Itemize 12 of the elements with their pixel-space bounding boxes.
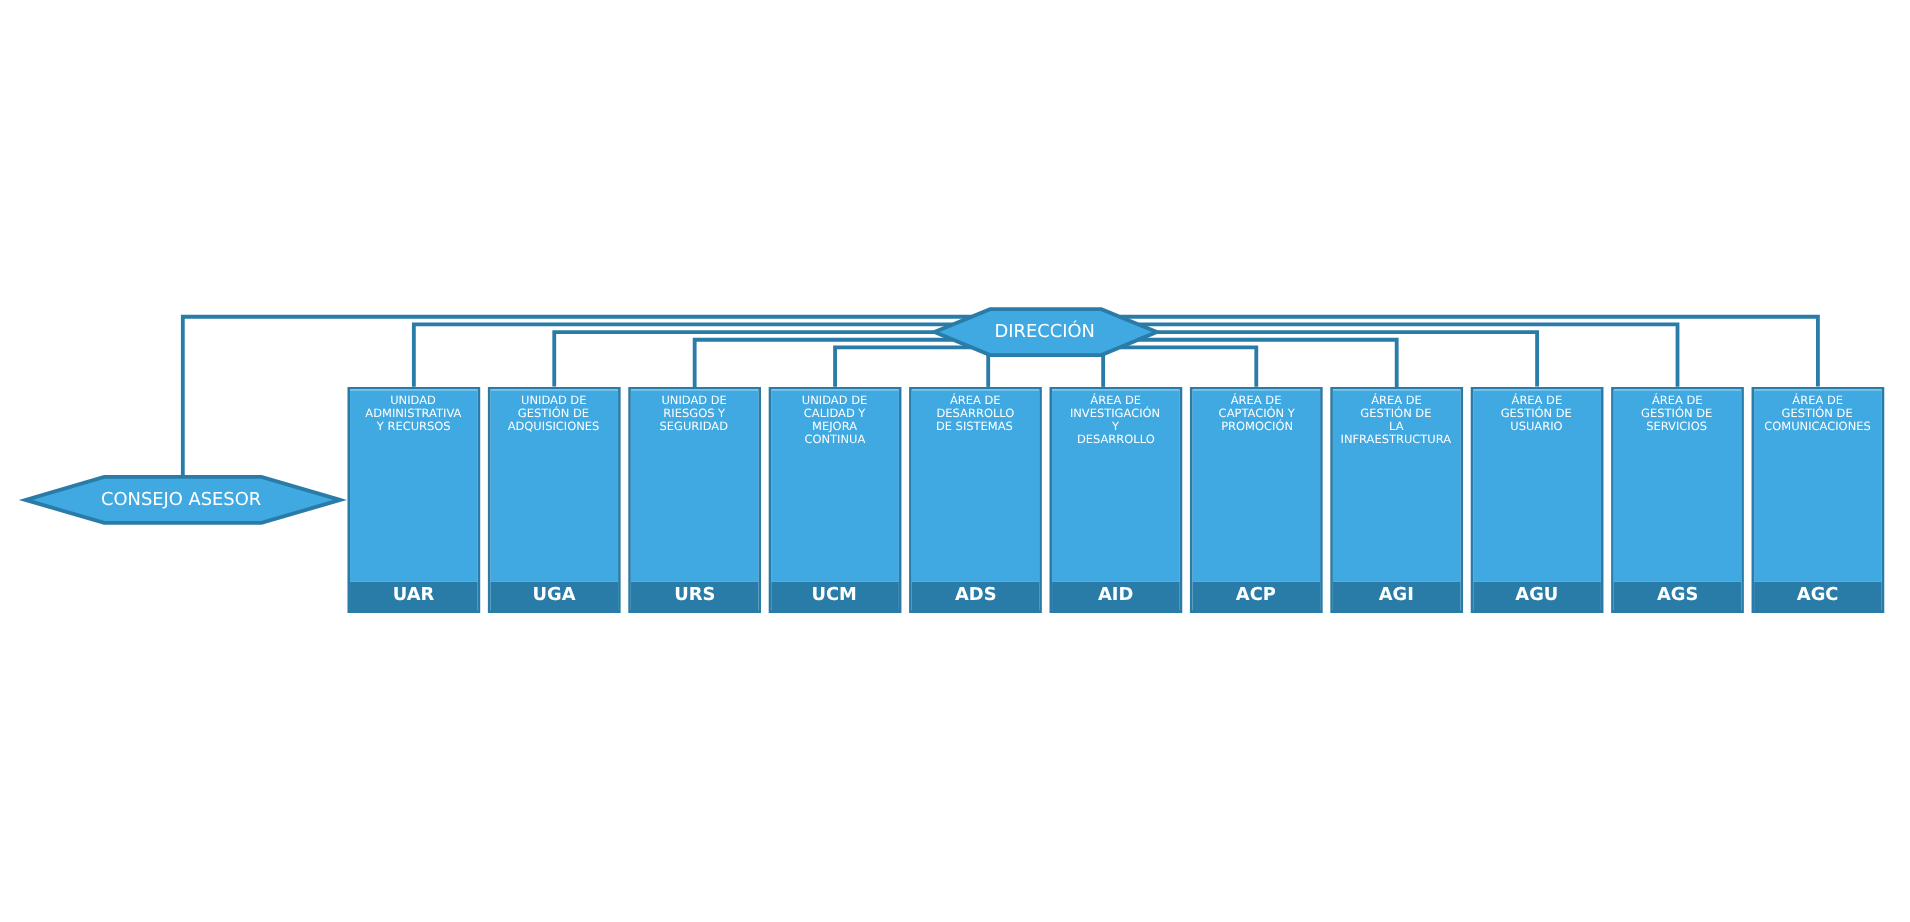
connector	[692, 337, 953, 387]
connector	[1120, 314, 1820, 387]
connector	[986, 354, 991, 387]
connector	[1138, 322, 1680, 387]
connector	[1119, 345, 1259, 387]
connector	[180, 314, 972, 477]
connector	[1101, 354, 1106, 387]
connector	[1138, 337, 1399, 387]
connector	[1157, 330, 1539, 387]
connector	[833, 345, 972, 387]
connector	[411, 322, 953, 387]
connector	[552, 330, 935, 387]
